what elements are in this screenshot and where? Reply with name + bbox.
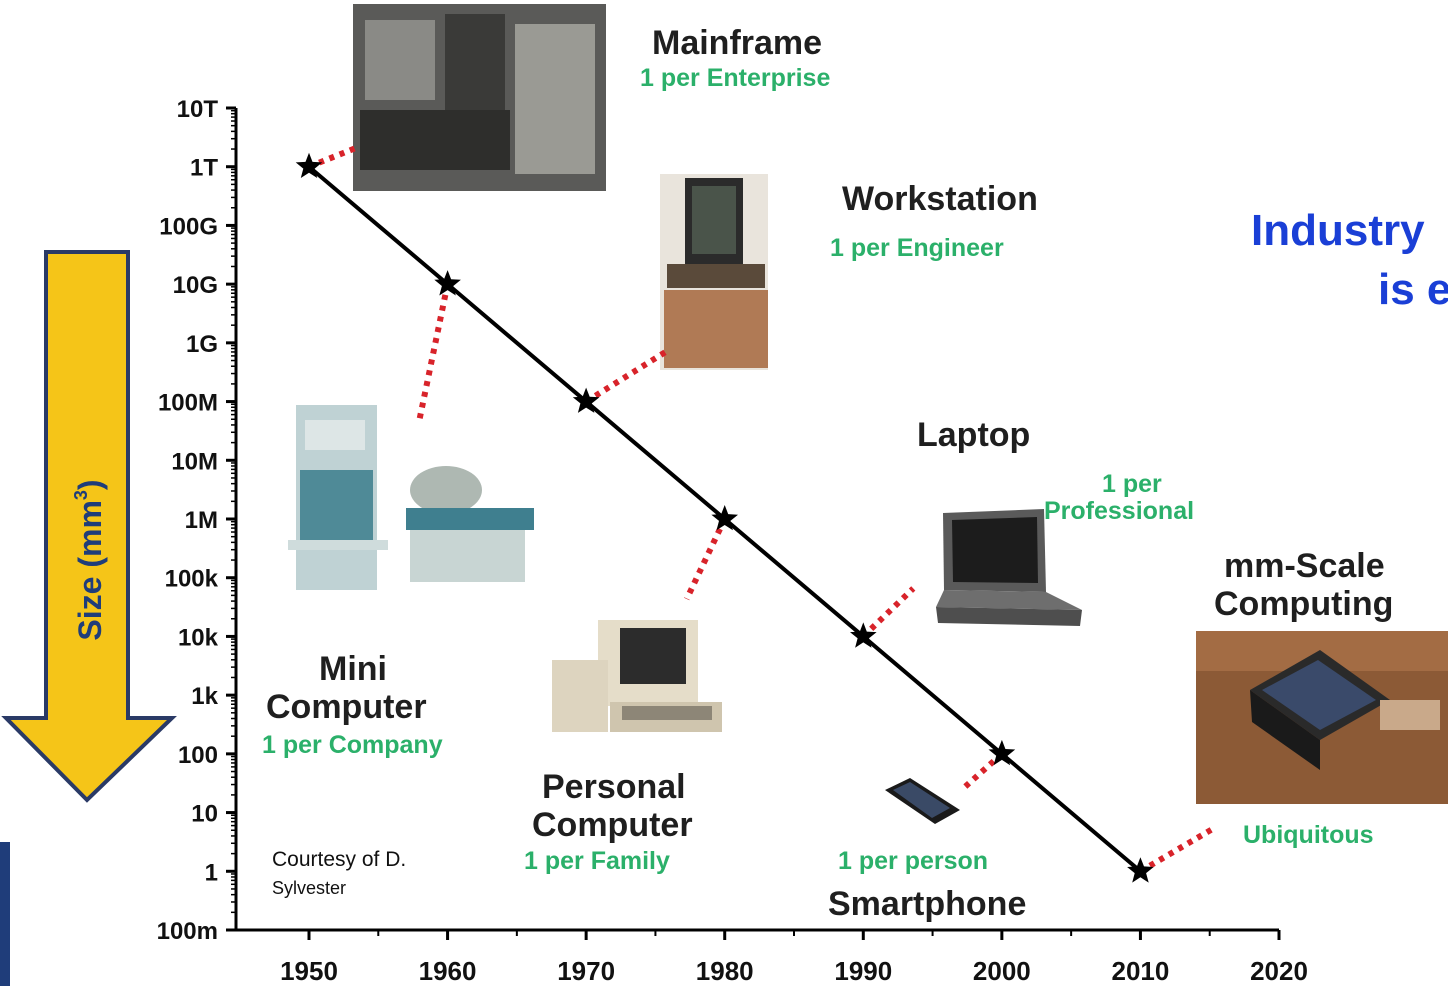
label-phone: Smartphone <box>828 885 1027 923</box>
mini-computer-photo <box>288 405 534 590</box>
connector-line <box>684 517 728 601</box>
slide-accent-bar <box>0 842 10 986</box>
smartphone-photo <box>885 778 960 824</box>
label-mm-scale-sub: Ubiquitous <box>1243 821 1374 849</box>
y-tick-label: 1T <box>190 155 218 182</box>
workstation-photo <box>660 174 768 370</box>
y-tick-label: 100k <box>165 566 219 593</box>
credit-line-2: Sylvester <box>272 878 347 898</box>
down-arrow-shape <box>1 250 177 803</box>
label-laptop-sub-1: 1 per <box>1102 470 1162 498</box>
y-axis-label-sup: 3 <box>71 490 91 500</box>
y-axis-label-prefix: Size (mm <box>72 500 108 640</box>
y-tick-label: 10M <box>171 448 218 475</box>
claim-line-2: is e <box>1378 265 1448 314</box>
label-pc-1: Personal <box>542 768 686 806</box>
label-mainframe: Mainframe <box>652 24 823 62</box>
x-tick-label: 1990 <box>834 956 892 986</box>
x-tick-label: 1950 <box>280 956 338 986</box>
label-mini-1: Mini <box>319 650 387 688</box>
x-tick-label: 1980 <box>696 956 754 986</box>
label-mm-scale-2: Computing <box>1214 585 1394 623</box>
y-axis-label: Size (mm3) <box>71 479 108 640</box>
data-point-star <box>850 622 877 648</box>
label-pc-sub: 1 per Family <box>524 847 670 875</box>
x-tick-label: 1970 <box>557 956 615 986</box>
label-mainframe-sub: 1 per Enterprise <box>640 64 831 92</box>
connectors <box>307 143 1217 874</box>
credit-line-1: Courtesy of D. <box>272 848 407 871</box>
y-tick-label: 100M <box>158 390 218 417</box>
label-mini-2: Computer <box>266 688 427 726</box>
x-tick-label: 2010 <box>1112 956 1170 986</box>
y-tick-label: 100G <box>159 213 218 240</box>
claim-line-1: Industry <box>1251 206 1425 255</box>
credit-note: Courtesy of D. Sylvester <box>272 848 406 899</box>
data-point-star <box>711 505 738 531</box>
label-phone-sub: 1 per person <box>838 847 989 875</box>
y-tick-label: 10T <box>177 96 219 123</box>
y-tick-label: 10k <box>178 624 219 651</box>
x-tick-label: 1960 <box>419 956 477 986</box>
data-point-star <box>1127 857 1154 883</box>
connector-line <box>307 143 361 170</box>
x-tick-label: 2000 <box>973 956 1031 986</box>
pc-photo <box>552 620 722 732</box>
connector-line <box>861 586 916 639</box>
label-mini-sub: 1 per Company <box>262 731 443 759</box>
label-laptop: Laptop <box>917 416 1031 454</box>
label-workstation-sub: 1 per Engineer <box>830 234 1004 262</box>
mainframe-photo <box>353 4 606 191</box>
connector-line <box>1138 824 1217 874</box>
y-tick-label: 1G <box>186 331 218 358</box>
data-point-star <box>572 387 600 413</box>
label-pc-2: Computer <box>532 806 693 844</box>
down-arrow-icon <box>1 250 177 803</box>
connector-line <box>584 349 668 405</box>
data-point-star <box>434 270 461 296</box>
axes: 10T 1T 100G 10G 1G 100M 10M 1M 100k 10k 1k 100 10 1 10… <box>157 96 1308 986</box>
connector-line <box>961 751 1004 791</box>
connector-line <box>416 283 451 420</box>
data-point-star <box>988 739 1016 766</box>
label-mm-scale-1: mm-Scale <box>1224 547 1385 585</box>
y-tick-label: 10 <box>191 801 218 828</box>
y-tick-label: 1M <box>185 507 218 534</box>
mm-scale-photo <box>1196 631 1448 804</box>
y-axis-label-suffix: ) <box>72 479 108 490</box>
y-tick-label: 100m <box>157 918 218 945</box>
label-workstation: Workstation <box>842 180 1038 218</box>
data-points <box>295 152 1154 883</box>
y-tick-label: 1 <box>205 859 218 886</box>
y-tick-label: 100 <box>178 742 218 769</box>
x-tick-label: 2020 <box>1250 956 1308 986</box>
label-laptop-sub-2: Professional <box>1044 497 1195 525</box>
laptop-photo <box>936 509 1082 626</box>
y-tick-label: 1k <box>191 683 218 710</box>
y-tick-label: 10G <box>173 272 218 299</box>
data-point-star <box>295 152 323 178</box>
